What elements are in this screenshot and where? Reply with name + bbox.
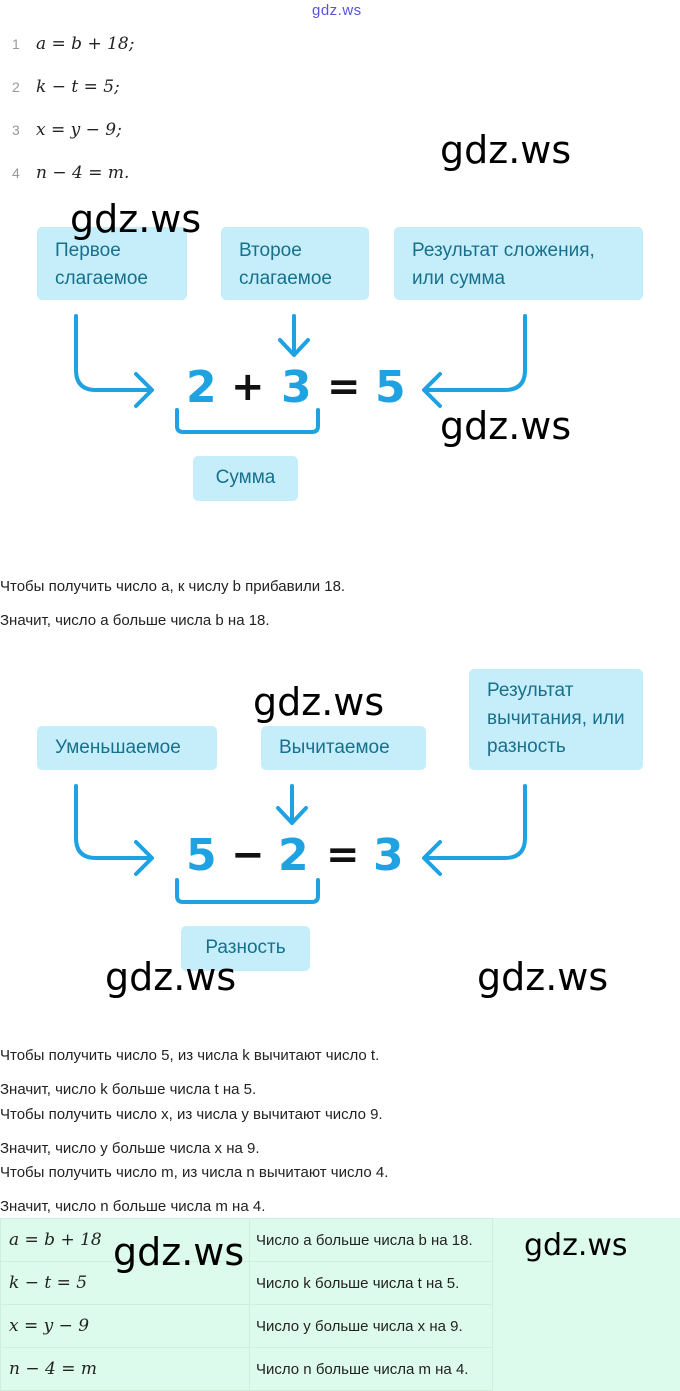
site-header[interactable]: gdz.ws xyxy=(312,2,362,19)
difference-value: 3 xyxy=(373,830,404,881)
item-number: 2 xyxy=(12,79,36,95)
table-cell-description: Число k больше числа t на 5. xyxy=(250,1262,493,1305)
plus-sign: + xyxy=(231,364,265,410)
item-expression: x = y − 9; xyxy=(36,120,122,140)
item-number: 1 xyxy=(12,36,36,52)
bracket-icon xyxy=(177,880,318,902)
explanation-line: Значит, число y больше числа x на 9. xyxy=(0,1140,260,1157)
sum-label-box: Сумма xyxy=(193,456,298,501)
arrow-left-icon xyxy=(76,786,152,874)
sum-result-box: Результат сложения, или сумма xyxy=(394,227,643,300)
item-expression: n − 4 = m. xyxy=(36,163,129,183)
addend-1: 2 xyxy=(186,362,217,413)
sum-value: 5 xyxy=(375,362,406,413)
item-number: 4 xyxy=(12,165,36,181)
table-cell-description: Число a больше числа b на 18. xyxy=(250,1219,493,1262)
watermark: gdz.ws xyxy=(440,404,571,448)
subtrahend-box: Вычитаемое xyxy=(261,726,426,770)
explanation-line: Чтобы получить число m, из числа n вычит… xyxy=(0,1164,388,1181)
minus-sign: − xyxy=(231,832,265,878)
arrow-down-icon xyxy=(278,786,306,823)
watermark: gdz.ws xyxy=(477,955,608,999)
table-cell-description: Число y больше числа x на 9. xyxy=(250,1305,493,1348)
explanation-line: Чтобы получить число x, из числа y вычит… xyxy=(0,1106,383,1123)
equals-sign: = xyxy=(326,832,360,878)
watermark: gdz.ws xyxy=(253,680,384,724)
minuend: 5 xyxy=(186,830,217,881)
table-cell-description: Число n больше числа m на 4. xyxy=(250,1348,493,1391)
table-cell-expression: n − 4 = m xyxy=(1,1348,250,1391)
explanation-line: Чтобы получить число a, к числу b прибав… xyxy=(0,578,345,595)
second-addend-box: Второе слагаемое xyxy=(221,227,369,300)
explanation-line: Значит, число a больше числа b на 18. xyxy=(0,612,270,629)
watermark: gdz.ws xyxy=(70,197,201,241)
explanation-line: Значит, число n больше числа m на 4. xyxy=(0,1198,265,1215)
item-expression: a = b + 18; xyxy=(36,34,134,54)
watermark: gdz.ws xyxy=(105,955,236,999)
minuend-box: Уменьшаемое xyxy=(37,726,217,770)
watermark: gdz.ws xyxy=(524,1228,628,1263)
arrow-down-icon xyxy=(280,316,308,355)
arrow-right-icon xyxy=(424,316,525,406)
difference-result-box: Результат вычитания, или разность xyxy=(469,669,643,770)
watermark: gdz.ws xyxy=(113,1230,244,1274)
arrow-left-icon xyxy=(76,316,152,406)
equals-sign: = xyxy=(327,364,361,410)
item-number: 3 xyxy=(12,122,36,138)
addition-arrows xyxy=(0,300,680,540)
table-cell-expression: x = y − 9 xyxy=(1,1305,250,1348)
arrow-right-icon xyxy=(424,786,525,874)
explanation-line: Значит, число k больше числа t на 5. xyxy=(0,1081,256,1098)
explanation-line: Чтобы получить число 5, из числа k вычит… xyxy=(0,1047,379,1064)
watermark: gdz.ws xyxy=(440,128,571,172)
subtrahend: 2 xyxy=(278,830,309,881)
bracket-icon xyxy=(177,410,318,432)
item-expression: k − t = 5; xyxy=(36,77,120,97)
addend-2: 3 xyxy=(281,362,312,413)
